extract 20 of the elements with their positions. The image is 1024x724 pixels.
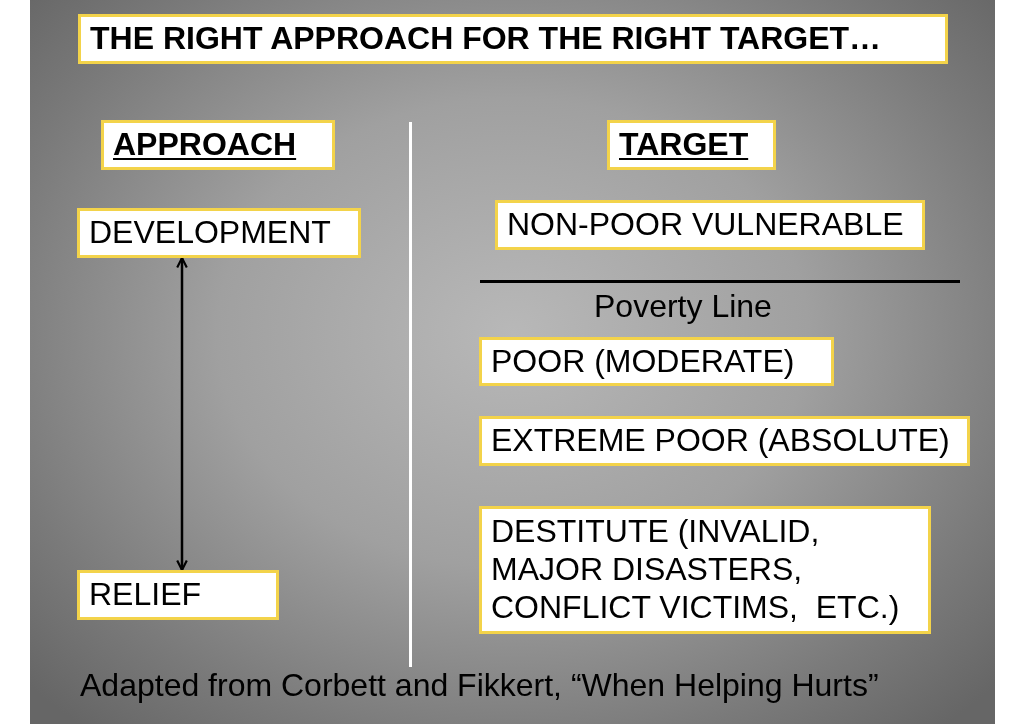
approach-box xyxy=(77,570,279,620)
slide-title: THE RIGHT APPROACH FOR THE RIGHT TARGET… xyxy=(90,20,882,58)
line-label: Poverty Line xyxy=(594,288,772,326)
double-arrow xyxy=(176,256,188,572)
column-heading: TARGET xyxy=(619,126,749,164)
target-box xyxy=(479,416,970,466)
source-caption: Adapted from Corbett and Fikkert, “When Helping Hurts” xyxy=(80,667,879,705)
target-label: NON-POOR VULNERABLE xyxy=(507,206,904,244)
approach-label: RELIEF xyxy=(89,576,202,614)
target-box xyxy=(495,200,925,250)
target-label: EXTREME POOR (ABSOLUTE) xyxy=(491,422,950,460)
approach-label: DEVELOPMENT xyxy=(89,214,331,252)
heading-box xyxy=(607,120,776,170)
column-heading: APPROACH xyxy=(113,126,297,164)
target-box xyxy=(479,506,931,634)
heading-box xyxy=(101,120,335,170)
target-label: DESTITUTE (INVALID, MAJOR DISASTERS, CONFLICT VICTIMS, ETC.) xyxy=(491,513,901,627)
target-box xyxy=(479,337,834,386)
approach-box xyxy=(77,208,361,258)
target-label: POOR (MODERATE) xyxy=(491,342,795,381)
